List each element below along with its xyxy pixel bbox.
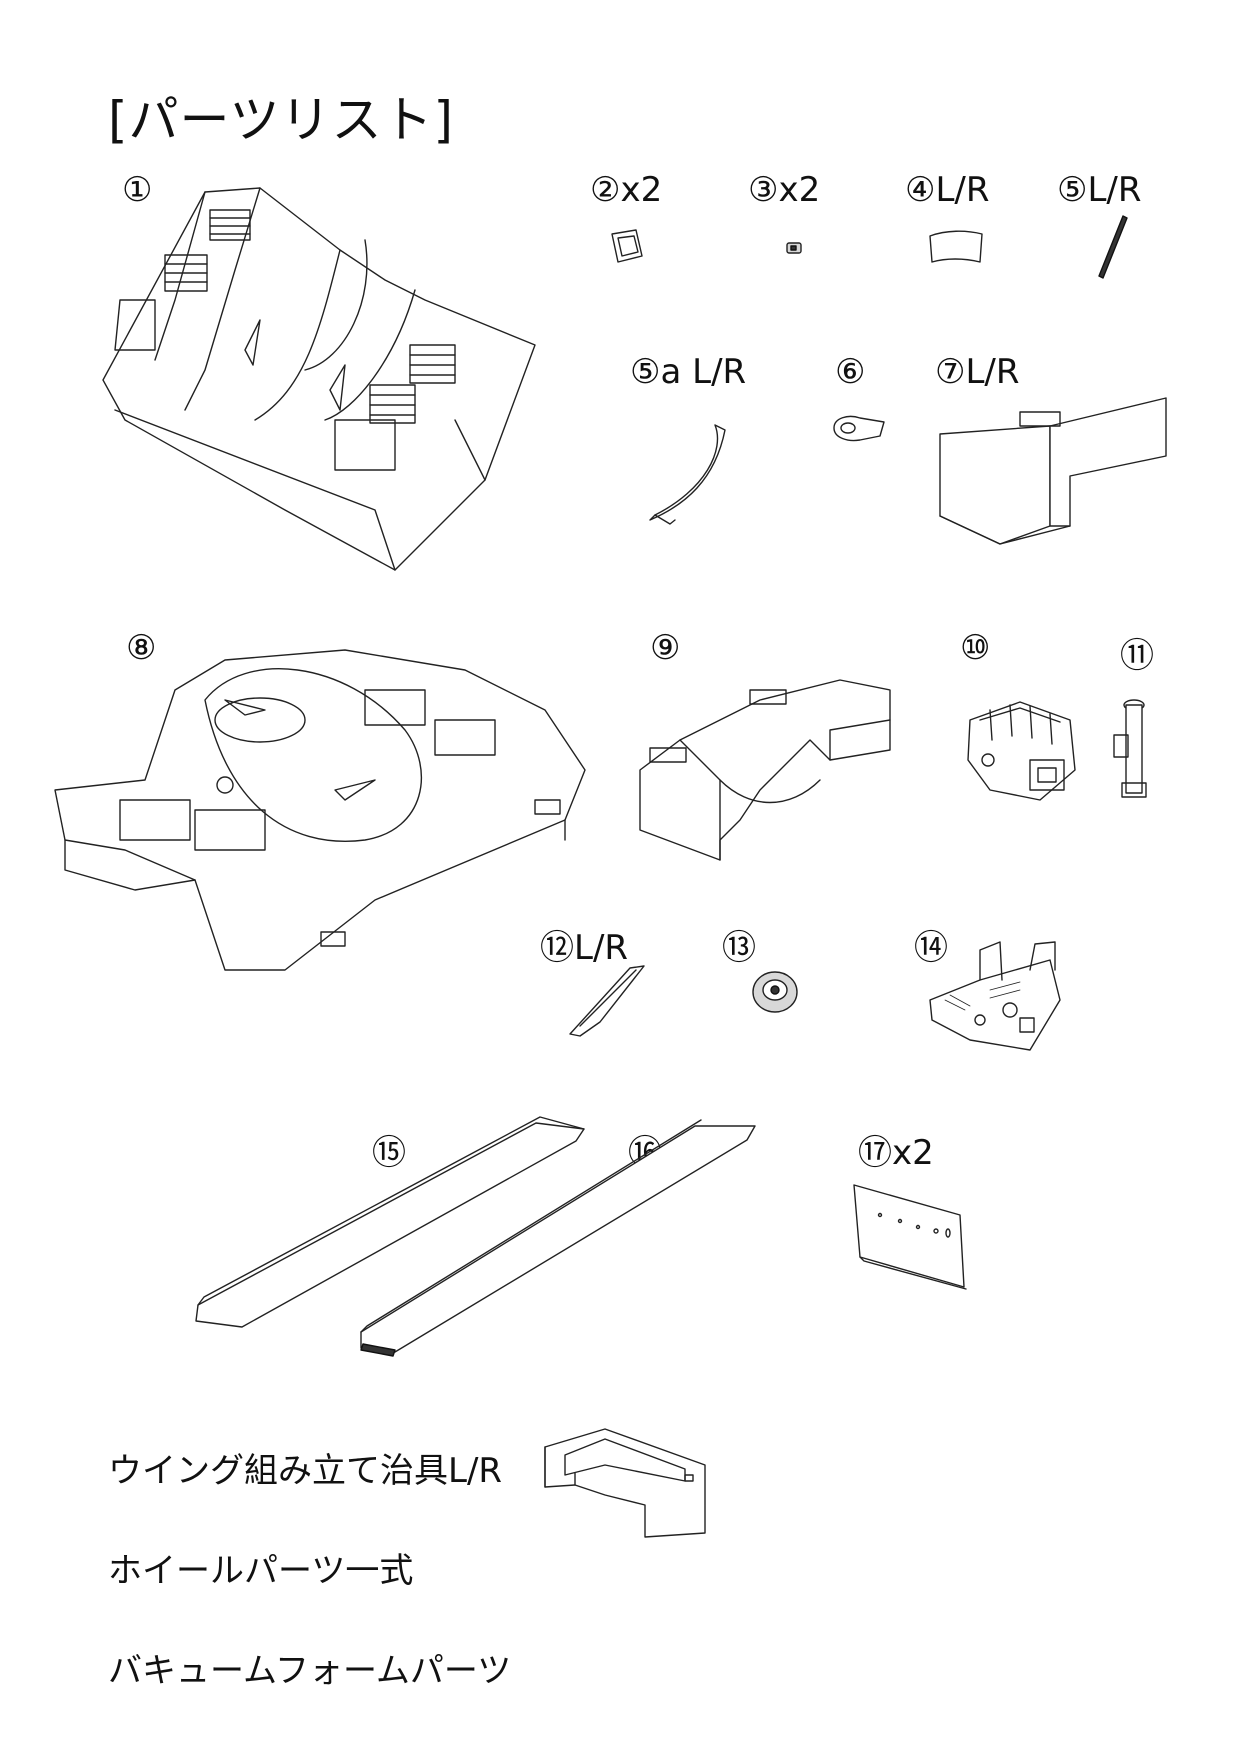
- part-7-drawing: [939, 397, 1167, 545]
- part-2-drawing: [611, 229, 643, 263]
- note-wing-jig: ウイング組み立て治具L/R: [108, 1451, 503, 1491]
- part-13-drawing: [752, 971, 798, 1013]
- part-label-4: ④L/R: [905, 170, 990, 210]
- part-label-10: ⑩: [960, 628, 991, 668]
- part-label-6: ⑥: [835, 352, 866, 392]
- part-label-14: ⑭: [914, 928, 948, 968]
- part-label-7: ⑦L/R: [935, 352, 1020, 392]
- part-label-5a: ⑤a L/R: [630, 352, 747, 392]
- note-vacuum-parts: バキュームフォームパーツ: [108, 1651, 512, 1691]
- part-11-drawing: [1113, 699, 1147, 798]
- part-5a-drawing: [649, 424, 726, 525]
- part-label-5: ⑤L/R: [1057, 170, 1142, 210]
- wing-jig-drawing: [544, 1428, 706, 1538]
- part-label-11: ⑪: [1120, 636, 1154, 676]
- part-label-9: ⑨: [650, 628, 681, 668]
- part-14-drawing: [929, 941, 1061, 1051]
- part-label-15: ⑮: [372, 1133, 406, 1173]
- part-label-13: ⑬: [722, 928, 756, 968]
- part-label-17: ⑰x2: [858, 1133, 934, 1173]
- part-3-drawing: [786, 242, 802, 254]
- note-wheel-parts: ホイールパーツ一式: [108, 1551, 414, 1591]
- part-label-2: ②x2: [590, 170, 663, 210]
- part-4-drawing: [929, 230, 983, 263]
- part-17-drawing: [853, 1184, 967, 1290]
- part-label-8: ⑧: [126, 628, 157, 668]
- part-10-drawing: [967, 701, 1076, 801]
- part-label-1: ①: [122, 170, 153, 210]
- part-5-drawing: [1098, 215, 1128, 279]
- part-label-3: ③x2: [748, 170, 821, 210]
- part-6-drawing: [833, 415, 885, 442]
- part-15-drawing: [195, 1116, 585, 1328]
- part-1-drawing: [102, 187, 536, 571]
- part-12-drawing: [569, 965, 645, 1037]
- page-title: [パーツリスト]: [108, 91, 455, 149]
- part-9-drawing: [639, 679, 891, 861]
- part-8-drawing: [54, 649, 586, 971]
- part-label-12: ⑫L/R: [540, 928, 629, 968]
- part-16-drawing: [360, 1119, 756, 1357]
